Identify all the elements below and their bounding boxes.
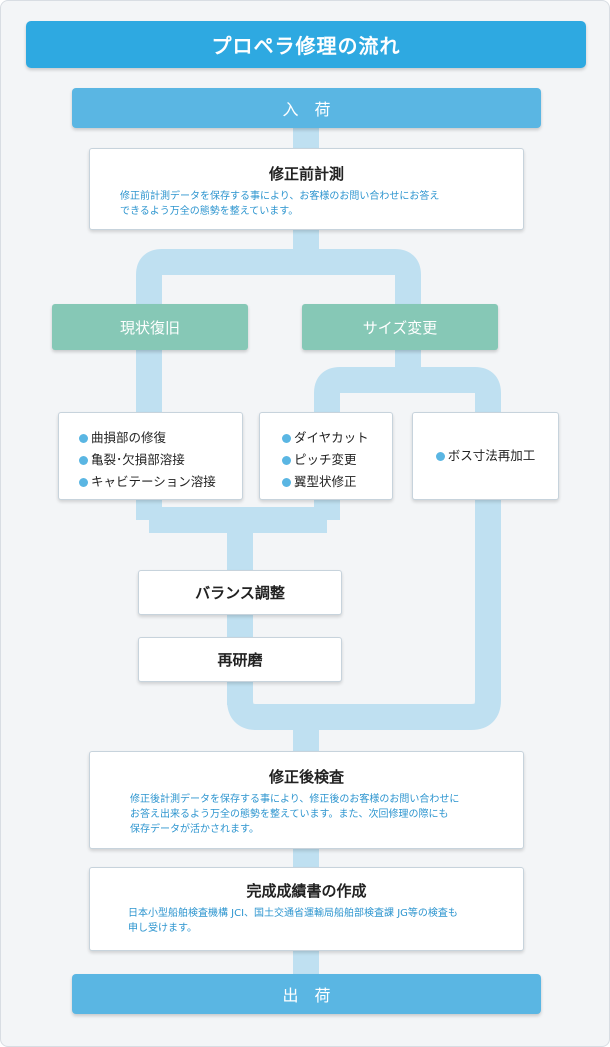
- list-item: キャビテーション溶接: [79, 471, 242, 493]
- list-item: 曲損部の修復: [79, 427, 242, 449]
- bullet-icon: [79, 434, 88, 443]
- bullet-icon: [282, 478, 291, 487]
- shipping-bar: 出 荷: [72, 974, 541, 1014]
- report-desc-line-2: 申し受けます。: [128, 923, 197, 934]
- branch-restore: 現状復旧: [52, 304, 248, 350]
- pre-measure-desc-line-1: 修正前計測データを保存する事により、お客様のお問い合わせにお答え: [120, 191, 440, 202]
- resize-items-box: ダイヤカット ピッチ変更 翼型状修正: [259, 412, 393, 500]
- branch-resize: サイズ変更: [302, 304, 498, 350]
- pre-measure-title: 修正前計測: [268, 165, 344, 183]
- report-desc-line-1: 日本小型船舶検査機構 JCI、国土交通省運輸局船舶部検査課 JG等の検査も: [128, 908, 458, 919]
- post-inspect-box: 修正後検査 修正後計測データを保存する事により、修正後のお客様のお問い合わせに …: [89, 751, 524, 849]
- page-title: プロペラ修理の流れ: [26, 21, 586, 68]
- regrind-step: 再研磨: [138, 637, 342, 682]
- list-item: ピッチ変更: [282, 449, 392, 471]
- post-inspect-desc-line-3: 保存データが活かされます。: [130, 824, 259, 835]
- list-item: ボス寸法再加工: [435, 445, 535, 467]
- report-title: 完成成績書の作成: [246, 882, 367, 900]
- post-inspect-desc-line-1: 修正後計測データを保存する事により、修正後のお客様のお問い合わせに: [130, 794, 460, 805]
- balance-step: バランス調整: [138, 570, 342, 615]
- pre-measure-desc-line-2: できるよう万全の態勢を整えています。: [120, 206, 299, 217]
- bullet-icon: [282, 434, 291, 443]
- list-item: 翼型状修正: [282, 471, 392, 493]
- bullet-icon: [435, 452, 445, 461]
- list-item: 亀裂･欠損部溶接: [79, 449, 242, 471]
- post-inspect-desc-line-2: お答え出来るよう万全の態勢を整えています。また、次回修理の際にも: [130, 809, 449, 820]
- report-box: 完成成績書の作成 日本小型船舶検査機構 JCI、国土交通省運輸局船舶部検査課 J…: [89, 867, 524, 951]
- bullet-icon: [282, 456, 291, 465]
- post-inspect-title: 修正後検査: [268, 768, 344, 786]
- arrival-bar: 入 荷: [72, 88, 541, 128]
- pre-measure-box: 修正前計測 修正前計測データを保存する事により、お客様のお問い合わせにお答え で…: [89, 148, 524, 230]
- restore-items-box: 曲損部の修復 亀裂･欠損部溶接 キャビテーション溶接: [58, 412, 243, 500]
- bullet-icon: [79, 478, 88, 487]
- boss-item-box: ボス寸法再加工: [412, 412, 559, 500]
- list-item: ダイヤカット: [282, 427, 392, 449]
- bullet-icon: [79, 456, 88, 465]
